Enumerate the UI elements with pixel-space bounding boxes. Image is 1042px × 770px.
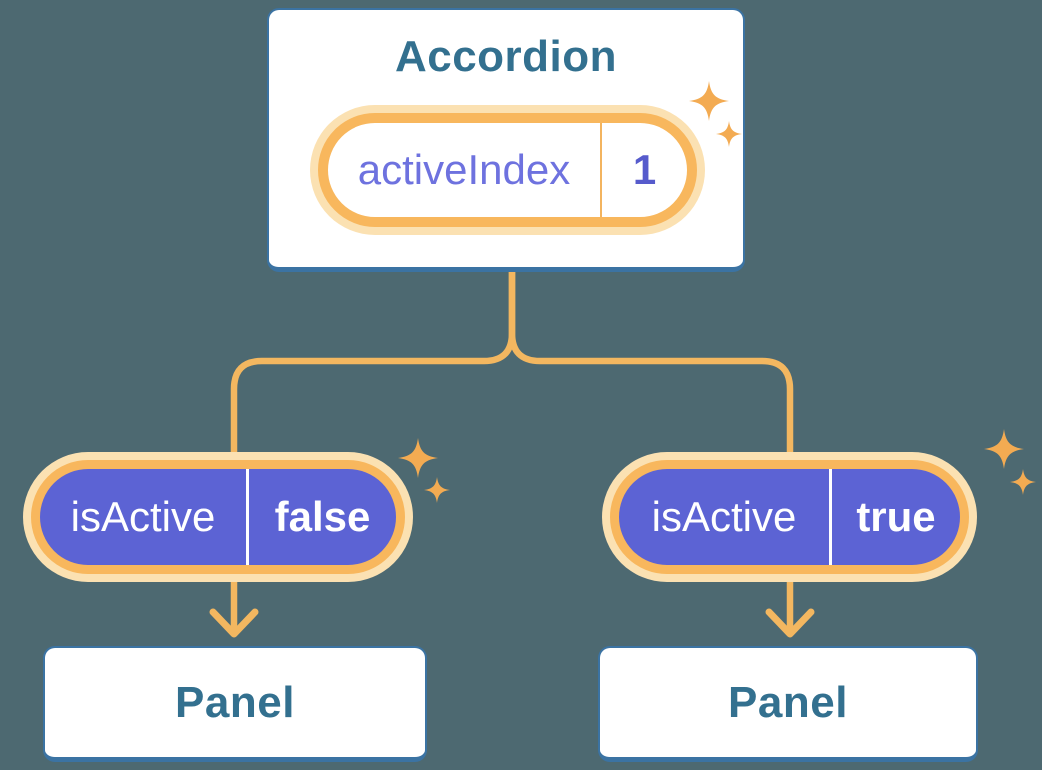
prop-pill-right-body: isActive true (610, 460, 969, 574)
panel-node-left: Panel (43, 646, 427, 762)
arrow-down-icon (765, 608, 815, 638)
prop-pill-left-body: isActive false (31, 460, 405, 574)
sparkle-icon (1010, 469, 1036, 495)
accordion-title: Accordion (394, 32, 618, 81)
state-pill-body: activeIndex 1 (318, 113, 697, 227)
arrow-down-icon (209, 608, 259, 638)
prop-label: isActive (40, 469, 249, 565)
sparkle-icon (398, 438, 438, 478)
prop-value: false (274, 493, 371, 540)
panel-title: Panel (728, 677, 848, 727)
state-pill: activeIndex 1 (310, 105, 705, 235)
state-label: activeIndex (328, 123, 602, 217)
prop-label: isActive (619, 469, 832, 565)
prop-pill-right: isActive true (602, 452, 977, 582)
sparkle-icon (424, 477, 450, 503)
prop-value: true (856, 493, 936, 540)
prop-pill-left: isActive false (23, 452, 413, 582)
state-value: 1 (632, 146, 657, 193)
panel-node-right: Panel (598, 646, 978, 762)
panel-title: Panel (175, 677, 295, 727)
sparkle-icon (984, 429, 1024, 469)
